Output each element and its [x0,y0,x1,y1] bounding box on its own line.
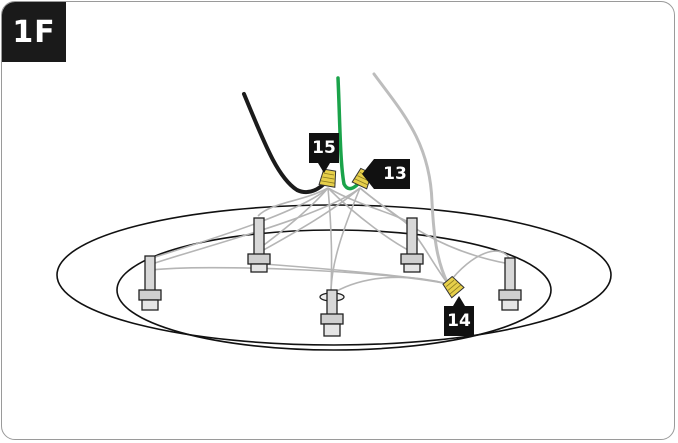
white-supply-wire [372,72,450,286]
socket-post-right [498,257,522,311]
socket-post-left-back [247,217,271,273]
socket-post-left [138,255,162,311]
callout-13: 13 [362,159,410,189]
wire-connector-14 [442,275,465,299]
callout-15: 15 [309,133,339,173]
callout-14: 14 [444,296,474,336]
outer-canopy-ring [56,204,612,346]
black-supply-wire [242,92,328,195]
step-badge: 1F [2,2,66,62]
socket-post-front [319,289,345,337]
inner-canopy-ring [116,229,552,351]
wire-connector-15 [318,168,337,188]
socket-post-right-back [400,217,424,273]
green-ground-wire [336,76,360,191]
